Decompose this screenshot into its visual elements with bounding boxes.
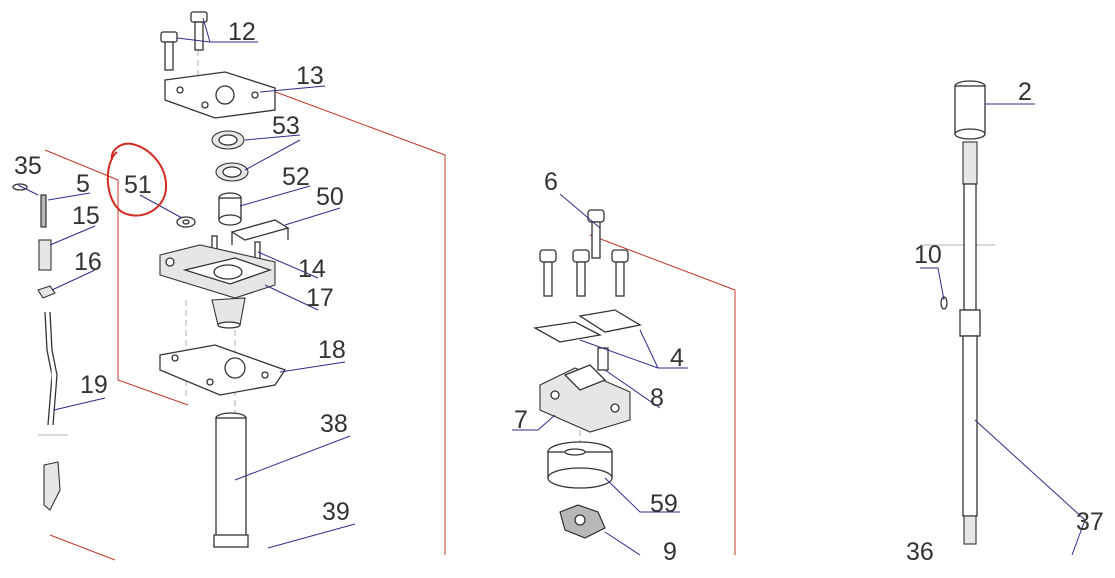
callout-2: 2 <box>1018 78 1032 106</box>
part-15-coupler <box>38 239 52 271</box>
callout-18: 18 <box>318 336 346 364</box>
part-17-housing <box>159 244 276 329</box>
callout-51: 51 <box>124 171 152 199</box>
part-13-plate <box>164 71 276 119</box>
callout-16: 16 <box>74 248 102 276</box>
callout-10: 10 <box>914 241 942 269</box>
callout-35: 35 <box>14 152 42 180</box>
callout-36: 36 <box>906 538 934 566</box>
part-35-clip <box>12 183 28 191</box>
assembly-guide-lines <box>44 74 736 561</box>
callout-52: 52 <box>282 163 310 191</box>
part-16-nut <box>37 285 56 299</box>
callout-9: 9 <box>663 538 677 566</box>
callout-17: 17 <box>306 284 334 312</box>
part-18-gasket <box>159 344 287 396</box>
callout-12: 12 <box>228 18 256 46</box>
part-51-washer <box>176 216 196 228</box>
part-12-bolts <box>160 11 208 71</box>
callout-50: 50 <box>316 183 344 211</box>
part-50-bracket <box>230 219 290 245</box>
callout-15: 15 <box>72 202 100 230</box>
highlight-mark <box>106 142 168 217</box>
callout-7: 7 <box>514 406 528 434</box>
part-19-shift-rod <box>43 311 61 511</box>
callout-13: 13 <box>296 62 324 90</box>
callout-38: 38 <box>320 410 348 438</box>
part-4-gaskets <box>533 309 642 343</box>
callout-6: 6 <box>544 168 558 196</box>
part-5-rod <box>40 194 47 228</box>
callout-37: 37 <box>1076 508 1104 536</box>
part-52-sleeve <box>218 192 242 226</box>
callout-8: 8 <box>650 384 664 412</box>
part-10-key <box>940 296 948 310</box>
part-53-bearings <box>211 130 249 182</box>
callout-53: 53 <box>272 112 300 140</box>
callout-59: 59 <box>650 490 678 518</box>
callout-5: 5 <box>76 170 90 198</box>
part-6-bolt <box>587 209 605 259</box>
callout-19: 19 <box>80 371 108 399</box>
callout-labels: 12 13 53 52 51 50 35 5 15 16 14 17 18 19… <box>14 18 1104 566</box>
bolts-row <box>539 249 629 297</box>
part-7-pump-housing <box>539 364 631 433</box>
callout-14: 14 <box>298 255 326 283</box>
part-8-pin <box>597 347 609 371</box>
leader-lines <box>17 17 1086 556</box>
part-38-tube <box>213 412 249 548</box>
callout-39: 39 <box>322 498 350 526</box>
part-59-impeller-cup <box>547 441 613 489</box>
part-37-drive-shaft <box>959 141 981 545</box>
part-9-impeller <box>559 504 606 539</box>
callout-4: 4 <box>670 344 684 372</box>
part-2-sleeve <box>954 80 986 140</box>
